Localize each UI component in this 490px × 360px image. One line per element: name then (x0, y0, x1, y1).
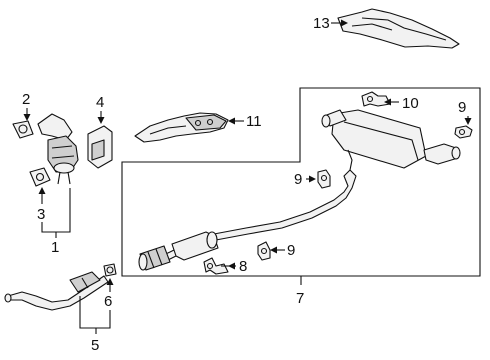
svg-text:11: 11 (246, 113, 262, 130)
gasket-6 (103, 263, 117, 277)
gasket-3 (29, 167, 51, 187)
callout-7: 7 (296, 276, 304, 307)
svg-text:5: 5 (91, 337, 99, 354)
gasket-2 (12, 120, 34, 139)
muffler-assembly-box (121, 87, 481, 277)
callout-10: 9 (458, 99, 472, 125)
callout-8: 8 (221, 258, 247, 275)
svg-text:10: 10 (402, 95, 419, 112)
callout-12: 11 (228, 113, 262, 130)
callout-2: 2 (22, 91, 31, 121)
hanger-insulator-9-upper (317, 169, 331, 189)
exhaust-tip-10 (454, 125, 473, 139)
callout-6: 6 (104, 278, 114, 310)
callout-11: 10 (384, 95, 419, 112)
svg-text:9: 9 (458, 99, 466, 116)
svg-text:9: 9 (294, 171, 302, 188)
hanger-insulator-9-lower (257, 241, 271, 261)
callout-5: 5 (79, 296, 111, 354)
svg-text:8: 8 (239, 258, 247, 275)
svg-text:2: 2 (22, 91, 30, 108)
svg-text:13: 13 (313, 15, 330, 32)
svg-text:6: 6 (104, 293, 112, 310)
callout-1: 1 (41, 188, 71, 256)
heat-shield-13 (337, 8, 460, 49)
hanger-bracket-11 (361, 91, 391, 107)
callout-3: 3 (37, 187, 46, 223)
heat-shield-4 (87, 125, 113, 169)
front-pipe-5 (4, 271, 109, 311)
callout-4: 4 (96, 94, 105, 124)
svg-text:9: 9 (287, 242, 295, 259)
callout-9-upper: 9 (294, 171, 316, 188)
callout-9-lower: 9 (270, 242, 295, 259)
muffler-assembly-7 (138, 109, 461, 271)
svg-text:7: 7 (296, 290, 304, 307)
svg-text:1: 1 (51, 239, 59, 256)
clamp-8 (203, 257, 229, 275)
heat-shield-12 (134, 112, 229, 143)
svg-text:4: 4 (96, 94, 104, 111)
callout-13: 13 (313, 15, 348, 32)
svg-text:3: 3 (37, 206, 45, 223)
manifold-converter-1 (37, 113, 79, 185)
